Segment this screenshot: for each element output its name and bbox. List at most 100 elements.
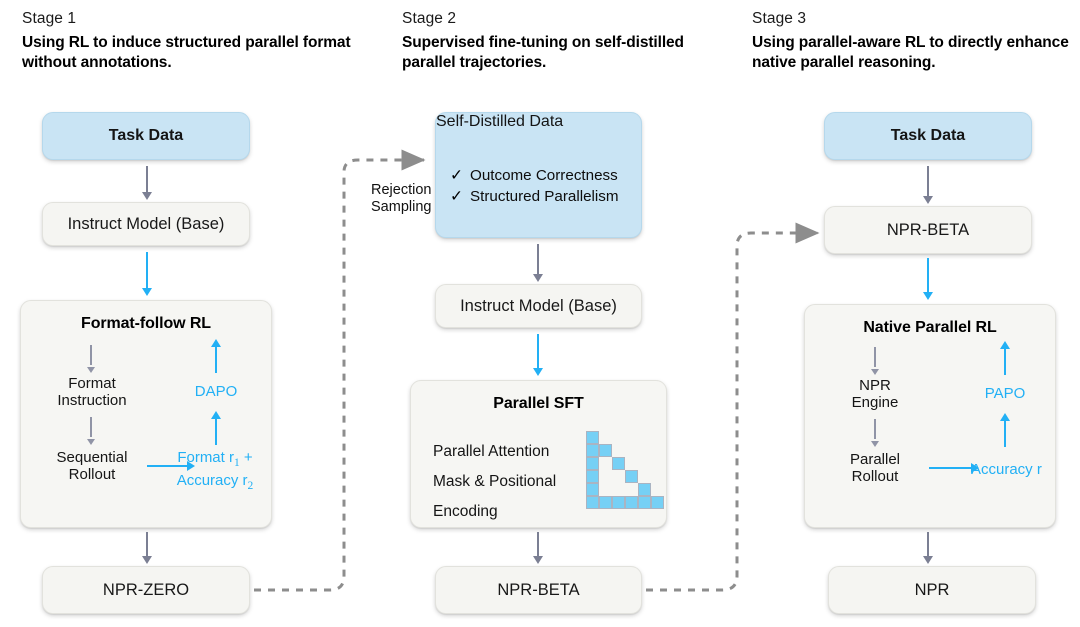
stage2-npr-beta-box[interactable]: NPR-BETA [435, 566, 642, 614]
stage3-papo-text: PAPO [984, 385, 1026, 402]
rejection-sampling-label: Rejection Sampling [371, 182, 461, 216]
attention-mask-cell [612, 483, 625, 496]
attention-mask-cell [651, 444, 664, 457]
stage2-arrow-model-to-sft [528, 334, 548, 376]
check-icon: ✓ [450, 188, 463, 205]
attention-mask-cell [599, 470, 612, 483]
attention-mask-cell [651, 457, 664, 470]
attention-mask-cell [586, 457, 599, 470]
check-icon: ✓ [450, 167, 463, 184]
stage1-task-data-box[interactable]: Task Data [42, 112, 250, 160]
stage1-format-reward-text: Format r1 + [177, 449, 253, 469]
stage3-npr-beta-box[interactable]: NPR-BETA [824, 206, 1032, 254]
stage1-sequential-rollout-label: Sequential Rollout [27, 449, 157, 483]
stage2-check-row-2: ✓ Structured Parallelism [450, 186, 631, 207]
stage1-instruct-model-label: Instruct Model (Base) [67, 214, 225, 233]
stage3-native-parallel-rl-panel: Native Parallel RL NPR Engine Parallel R… [804, 304, 1056, 528]
stage2-sft-line-3: Encoding [433, 503, 498, 520]
stage1-reward-label: Format r1 + Accuracy r2 [157, 449, 273, 495]
stage1-format-instruction-label: Format Instruction [35, 375, 149, 409]
stage-2-column: Stage 2 Supervised fine-tuning on self-d… [360, 0, 720, 627]
attention-mask-cell [638, 470, 651, 483]
stage3-task-data-label: Task Data [890, 127, 966, 144]
attention-mask-cell [638, 483, 651, 496]
stage2-sft-line-2: Mask & Positional [433, 473, 557, 490]
stage-1-header: Stage 1 Using RL to induce structured pa… [22, 8, 352, 73]
attention-mask-cell [586, 496, 599, 509]
attention-mask-cell [599, 496, 612, 509]
stage2-panel-title: Parallel SFT [493, 395, 584, 412]
stage3-rollout-label: Rollout [851, 468, 899, 485]
stage1-instruction-label: Instruction [57, 392, 127, 409]
attention-mask-cell [625, 470, 638, 483]
attention-mask-cell [599, 431, 612, 444]
stage2-parallel-sft-panel: Parallel SFT Parallel Attention Mask & P… [410, 380, 667, 528]
stage3-papo-label: PAPO [960, 385, 1050, 402]
stage3-npr-label: NPR [859, 377, 891, 394]
stage2-self-distilled-title: Self-Distilled Data [436, 113, 564, 130]
stage3-arrow-engine-to-rollout [867, 419, 883, 447]
stage-2-header: Stage 2 Supervised fine-tuning on self-d… [402, 8, 732, 73]
stage2-instruct-model-box[interactable]: Instruct Model (Base) [435, 284, 642, 328]
attention-mask-cell [599, 457, 612, 470]
rejection-text-line1: Rejection [371, 182, 432, 198]
stage1-task-data-label: Task Data [108, 127, 184, 144]
stage-3-header: Stage 3 Using parallel-aware RL to direc… [752, 8, 1080, 73]
attention-mask-cell [612, 470, 625, 483]
stage2-instruct-model-label: Instruct Model (Base) [460, 296, 617, 315]
stage1-arrow-rl-to-output [137, 532, 157, 564]
attention-mask-cell [599, 444, 612, 457]
stage3-arrow-papo-up [996, 341, 1014, 375]
attention-mask-cell [625, 496, 638, 509]
stage-2-number: Stage 2 [402, 10, 457, 27]
stage3-arrow-rl-to-output [918, 532, 938, 564]
attention-mask-cell [612, 431, 625, 444]
stage1-sequential-label: Sequential [56, 449, 128, 466]
attention-mask-cell [586, 483, 599, 496]
stage1-arrow-format-to-sequential [83, 417, 99, 445]
stage-2-description: Supervised fine-tuning on self-distilled… [402, 34, 684, 71]
attention-mask-cell [612, 496, 625, 509]
stage3-panel-title: Native Parallel RL [863, 319, 997, 336]
stage3-npr-label: NPR [914, 580, 950, 599]
attention-mask-cell [651, 483, 664, 496]
stage-1-column: Stage 1 Using RL to induce structured pa… [0, 0, 360, 627]
stage1-instruct-model-box[interactable]: Instruct Model (Base) [42, 202, 250, 246]
attention-mask-cell [651, 496, 664, 509]
stage3-task-data-box[interactable]: Task Data [824, 112, 1032, 160]
stage1-arrow-model-to-rl [137, 252, 157, 296]
stage1-arrow-rollout-to-reward [147, 459, 195, 473]
attention-mask-cell [625, 483, 638, 496]
stage-1-number: Stage 1 [22, 10, 77, 27]
attention-mask-cell [638, 444, 651, 457]
stage3-npr-engine-label: NPR Engine [825, 377, 925, 411]
attention-mask-cell [612, 457, 625, 470]
stage2-arrow-sft-to-output [528, 532, 548, 564]
stage2-sft-description: Parallel Attention Mask & Positional Enc… [433, 437, 556, 527]
stage3-accuracy-text: Accuracy r [971, 461, 1042, 478]
attention-mask-cell [638, 431, 651, 444]
stage3-parallel-label: Parallel [849, 451, 901, 468]
stage3-npr-box[interactable]: NPR [828, 566, 1036, 614]
stage2-self-distilled-data-box[interactable]: Self-Distilled Data ✓ Outcome Correctnes… [435, 112, 642, 238]
attention-mask-cell [638, 496, 651, 509]
stage2-checklist: ✓ Outcome Correctness ✓ Structured Paral… [450, 165, 631, 207]
stage-1-description: Using RL to induce structured parallel f… [22, 34, 351, 71]
stage1-accuracy-reward-text: Accuracy r2 [176, 472, 254, 492]
stage3-accuracy-label: Accuracy r [971, 461, 1080, 478]
attention-mask-cell [599, 483, 612, 496]
stage-3-column: Stage 3 Using parallel-aware RL to direc… [720, 0, 1080, 627]
stage1-arrow-taskdata-to-model [137, 166, 157, 200]
attention-mask-cell [625, 457, 638, 470]
attention-mask-cell [625, 431, 638, 444]
stage1-arrow-dapo-up [207, 339, 225, 373]
stage2-sft-line-1: Parallel Attention [433, 443, 550, 460]
stage1-panel-title: Format-follow RL [81, 315, 211, 332]
attention-mask-cell [651, 470, 664, 483]
stage1-dapo-text: DAPO [194, 383, 238, 400]
stage-3-number: Stage 3 [752, 10, 807, 27]
attention-mask-cell [651, 431, 664, 444]
stage1-npr-zero-box[interactable]: NPR-ZERO [42, 566, 250, 614]
stage2-check-label-1: Outcome Correctness [470, 167, 618, 184]
stage-3-description: Using parallel-aware RL to directly enha… [752, 34, 1069, 71]
